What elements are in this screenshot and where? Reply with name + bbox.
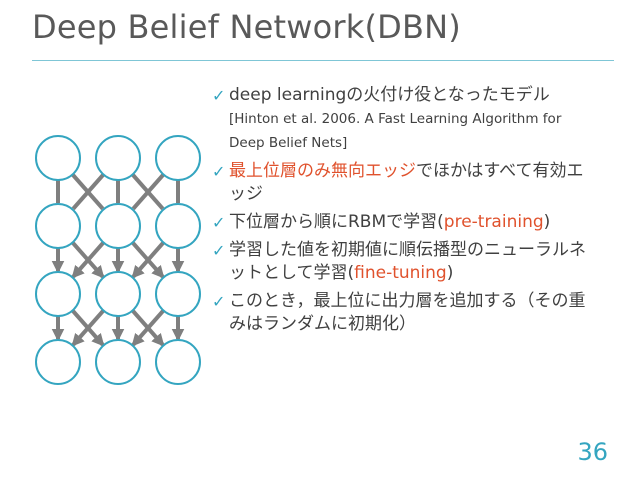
network-node <box>95 339 141 385</box>
slide-title: Deep Belief Network(DBN) <box>32 8 461 46</box>
bullet-text: ) <box>543 212 551 232</box>
check-icon: ✓ <box>212 241 226 260</box>
check-icon: ✓ <box>212 292 226 311</box>
title-underline <box>32 60 614 61</box>
network-node <box>155 339 201 385</box>
check-icon: ✓ <box>212 162 226 181</box>
bullet-item: ✓ deep learningの火付け役となったモデル [Hinton et a… <box>212 84 600 155</box>
network-node <box>35 271 81 317</box>
bullet-text: deep learningの火付け役となったモデル <box>229 85 550 105</box>
check-icon: ✓ <box>212 86 226 105</box>
network-edges <box>51 173 185 347</box>
bullet-list: ✓ deep learningの火付け役となったモデル [Hinton et a… <box>212 84 600 341</box>
bullet-text: 下位層から順にRBMで学習( <box>229 212 444 232</box>
directed-edge <box>71 241 105 279</box>
network-node <box>155 271 201 317</box>
bullet-text: このとき，最上位に出力層を追加する（その重みはランダムに初期化） <box>229 291 586 334</box>
bullet-text: ) <box>446 263 454 283</box>
network-node <box>155 135 201 181</box>
highlight-text: 最上位層のみ無向エッジ <box>229 161 416 181</box>
check-icon: ✓ <box>212 213 226 232</box>
network-nodes <box>35 135 201 385</box>
bullet-item: ✓ 下位層から順にRBMで学習(pre-training) <box>212 211 600 234</box>
network-node <box>95 203 141 249</box>
bullet-text: 学習した値を初期値に順伝播型のニューラルネットとして学習( <box>229 240 586 283</box>
bullet-item: ✓ 最上位層のみ無向エッジでほかはすべて有効エッジ <box>212 160 600 206</box>
network-node <box>35 135 81 181</box>
term-text: pre-training <box>443 212 544 232</box>
bullet-text: でほかはすべて有効エッジ <box>229 161 584 204</box>
network-node <box>95 135 141 181</box>
directed-edge <box>71 309 105 347</box>
term-text: fine-tuning <box>354 263 447 283</box>
citation-text: [Hinton et al. 2006. A Fast Learning Alg… <box>229 111 562 151</box>
directed-edge <box>131 241 165 279</box>
dbn-diagram <box>35 135 201 385</box>
directed-edge <box>131 309 165 347</box>
bullet-item: ✓ 学習した値を初期値に順伝播型のニューラルネットとして学習(fine-tuni… <box>212 239 600 285</box>
undirected-edge <box>131 173 165 211</box>
network-node <box>95 271 141 317</box>
network-node <box>35 339 81 385</box>
page-number: 36 <box>577 438 608 466</box>
network-node <box>155 203 201 249</box>
network-node <box>35 203 81 249</box>
bullet-item: ✓ このとき，最上位に出力層を追加する（その重みはランダムに初期化） <box>212 290 600 336</box>
undirected-edge <box>71 173 105 211</box>
